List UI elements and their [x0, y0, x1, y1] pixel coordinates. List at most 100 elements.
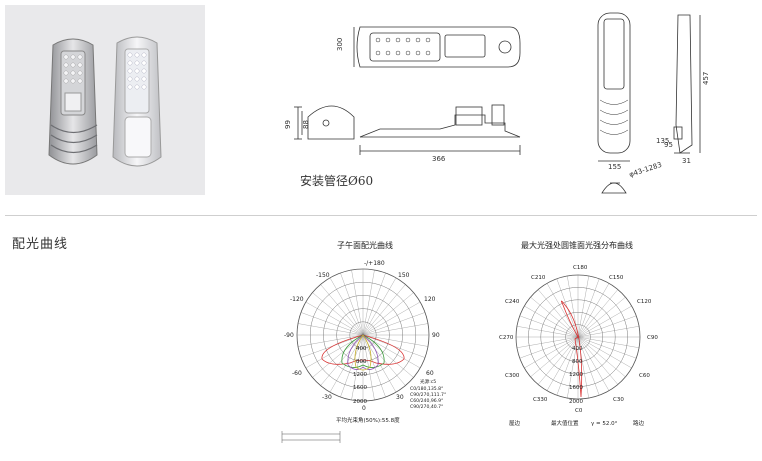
grid-spoke: [530, 297, 579, 338]
grid-spoke: [577, 336, 610, 391]
p1-footer: 平均光束角(50%):55.8度: [336, 416, 400, 424]
p1-legend-item: C0/180,135.8°: [410, 386, 443, 392]
p2-footer-gamma: γ = 52.0°: [591, 421, 618, 427]
street-light-image: [48, 36, 162, 167]
grid-spoke: [577, 336, 637, 359]
p2-angle-c30: C30: [613, 397, 624, 403]
p2-angle-c240: C240: [505, 299, 520, 305]
p2-angle-c120: C120: [637, 299, 652, 305]
section-title: 配光曲线: [12, 237, 69, 252]
p2-angle-c150: C150: [609, 275, 624, 281]
grid-spoke: [320, 284, 364, 336]
p1-curve-c0: [321, 334, 405, 365]
p2-radial-800: 800: [572, 359, 583, 365]
section-divider: [5, 215, 757, 216]
grid-spoke: [297, 323, 364, 336]
install-note: 安装管径Ø60: [300, 174, 374, 188]
p1-angle-m90: -90: [284, 332, 294, 339]
p1-legend-title: 光源:c5: [420, 378, 436, 385]
p2-footer-left: 屋边: [509, 419, 521, 427]
grid-spoke: [577, 336, 626, 377]
grid-spoke: [329, 277, 364, 336]
dim-99: 99: [284, 120, 292, 129]
p2-footer-mid: 最大值位置: [551, 419, 579, 427]
grid-spoke: [362, 323, 429, 336]
polar2-grid: [515, 274, 641, 400]
grid-spoke: [362, 277, 397, 336]
grid-spoke: [519, 336, 579, 359]
grid-spoke: [300, 312, 364, 336]
dim-88: 88: [302, 120, 310, 129]
p1-radial-1600: 1600: [353, 385, 367, 391]
p1-curve-c90b: [354, 334, 372, 371]
grid-spoke: [577, 336, 632, 369]
dim-1283: φ43-1283: [628, 161, 663, 179]
p2-angle-c90: C90: [647, 335, 658, 341]
grid-spoke: [297, 334, 364, 347]
p2-radial-1200: 1200: [569, 372, 583, 378]
p2-radial-400: 400: [572, 346, 583, 352]
p1-radial-2000: 2000: [353, 399, 367, 405]
p2-angle-c270: C270: [499, 335, 514, 341]
p2-angle-c210: C210: [531, 275, 546, 281]
dim-95: 95: [664, 141, 673, 149]
dim-155: 155: [608, 163, 621, 171]
p2-curve: [561, 300, 583, 398]
p2-angle-c300: C300: [505, 373, 520, 379]
p2-angle-c180: C180: [573, 265, 588, 271]
grid-spoke: [577, 297, 626, 338]
p1-angle-m30: -30: [322, 394, 332, 401]
p2-radial-2000: 2000: [569, 399, 583, 405]
grid-spoke: [577, 326, 640, 338]
grid-spoke: [546, 336, 579, 391]
grid-spoke: [516, 336, 579, 348]
p2-radial-1600: 1600: [569, 385, 583, 391]
grid-spoke: [577, 305, 632, 338]
p1-radial-800: 800: [356, 359, 367, 365]
p1-radial-400: 400: [356, 346, 367, 352]
p1-legend-item: C60/240,96.9°: [410, 398, 443, 404]
grid-spoke: [312, 334, 364, 378]
grid-spoke: [577, 278, 600, 338]
grid-spoke: [577, 336, 640, 348]
p1-radial-1200: 1200: [353, 372, 367, 378]
grid-spoke: [577, 283, 610, 338]
grid-spoke: [577, 336, 618, 385]
grid-spoke: [351, 269, 364, 336]
p1-angle-m150: -150: [316, 272, 330, 279]
grid-spoke: [312, 292, 364, 336]
p1-legend-item: C90/270,111.7°: [410, 392, 446, 398]
grid-spoke: [362, 284, 406, 336]
p1-angle-60: 60: [426, 370, 434, 377]
p1-angle-150: 150: [398, 272, 410, 279]
p1-curve-c90: [341, 334, 385, 368]
p1-angle-0: 0: [362, 405, 366, 412]
p2-angle-c0: C0: [575, 408, 583, 414]
polar2-curves: [561, 300, 583, 398]
product-photo: [5, 5, 205, 195]
p1-angle-m120: -120: [290, 296, 304, 303]
grid-spoke: [516, 326, 579, 338]
p2-angle-c330: C330: [533, 397, 548, 403]
grid-spoke: [362, 269, 375, 336]
p1-scale-bar: [281, 431, 341, 443]
grid-spoke: [340, 272, 364, 336]
polar1-chart: -/+180 -150 150 -120 120 -90 90 -60 60 -…: [281, 260, 446, 443]
polar1-curves: [321, 334, 405, 371]
grid-spoke: [577, 289, 618, 338]
grid-spoke: [538, 336, 579, 385]
grid-spoke: [362, 334, 429, 347]
grid-spoke: [362, 334, 414, 378]
grid-spoke: [577, 275, 589, 338]
grid-spoke: [556, 336, 579, 396]
technical-drawing: 300 366 99 88 155 31 95 457 135 φ43-1283: [284, 12, 710, 194]
dim-31: 31: [682, 157, 691, 165]
p1-angle-30: 30: [396, 394, 404, 401]
polar2-chart: C180 C210 C150 C240 C120 C270 C90 C300 C…: [499, 265, 658, 427]
polar1-title: 子午面配光曲线: [337, 241, 393, 250]
grid-spoke: [362, 292, 414, 336]
grid-spoke: [577, 336, 600, 396]
polar1-grid: [296, 268, 430, 402]
dim-366: 366: [432, 155, 446, 163]
grid-spoke: [362, 272, 386, 336]
